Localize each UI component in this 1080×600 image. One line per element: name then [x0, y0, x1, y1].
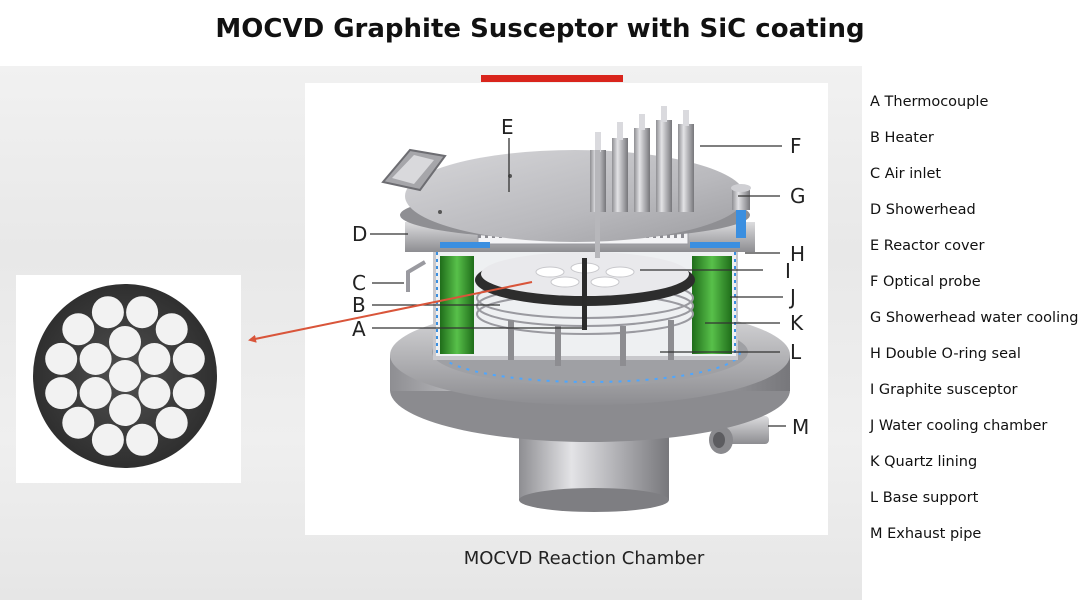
callout-K: K — [790, 311, 804, 335]
legend-item-j: J Water cooling chamber — [870, 418, 1048, 434]
legend-item-b: B Heater — [870, 130, 934, 146]
wafer-pocket-2 — [109, 394, 141, 426]
callout-D: D — [352, 222, 367, 246]
callout-G: G — [790, 184, 806, 208]
wafer-pocket-8 — [91, 423, 124, 456]
legend-item-h: H Double O-ring seal — [870, 346, 1021, 362]
wafer-pocket-7 — [138, 377, 171, 409]
quartz-lining-right — [692, 256, 732, 354]
pointer-arrow — [248, 281, 533, 343]
legend-item-c: C Air inlet — [870, 166, 942, 182]
diagram-caption: MOCVD Reaction Chamber — [463, 548, 705, 569]
wafer-pocket-11 — [45, 342, 78, 375]
wafer-pocket-1 — [109, 360, 141, 392]
callout-H: H — [790, 242, 805, 266]
page-title: MOCVD Graphite Susceptor with SiC coatin… — [215, 14, 865, 44]
legend-item-d: D Showerhead — [870, 202, 976, 218]
legend-item-a: A Thermocouple — [870, 94, 989, 110]
wafer-pocket-17 — [172, 377, 205, 410]
callout-E: E — [501, 115, 514, 139]
optical-probes — [590, 106, 694, 258]
wafer-pocket-16 — [172, 342, 205, 375]
legend-list: A Thermocouple B Heater C Air inlet D Sh… — [870, 90, 1080, 558]
wafer-pocket-5 — [109, 326, 141, 358]
reactor-cover — [400, 150, 750, 242]
legend-item-g: G Showerhead water cooling — [870, 310, 1079, 326]
air-inlet-pipe — [406, 260, 427, 292]
leader-lines — [370, 138, 786, 427]
wafer-pocket-10 — [45, 377, 78, 410]
legend-item-m: M Exhaust pipe — [870, 526, 982, 542]
accent-bar — [481, 75, 623, 82]
legend-item-l: L Base support — [870, 490, 979, 506]
wafer-pocket-18 — [155, 406, 188, 439]
legend-item-i: I Graphite susceptor — [870, 382, 1018, 398]
exhaust-pipe — [519, 430, 669, 512]
callout-F: F — [790, 134, 802, 158]
callout-I: I — [785, 259, 791, 283]
wafer-pocket-6 — [138, 343, 171, 375]
wafer-pocket-19 — [126, 423, 159, 456]
legend-item-f: F Optical probe — [870, 274, 981, 290]
wafer-pocket-14 — [126, 296, 159, 329]
wafer-pocket-15 — [155, 313, 188, 346]
wafer-pocket-4 — [79, 343, 112, 375]
callout-A: A — [352, 317, 366, 341]
callout-labels: E F G D H C I J B K A L M — [352, 115, 809, 439]
callout-J: J — [788, 285, 796, 309]
cover-handle — [381, 148, 447, 192]
legend-item-e: E Reactor cover — [870, 238, 985, 254]
callout-L: L — [790, 340, 802, 364]
wafer-pockets — [45, 296, 205, 456]
wafer-pocket-9 — [62, 406, 95, 439]
base-support-legs — [508, 320, 674, 366]
thermocouple-rod — [582, 258, 587, 330]
wafer-pocket-13 — [91, 296, 124, 329]
susceptor-closeup — [33, 284, 217, 468]
wafer-pocket-12 — [62, 313, 95, 346]
legend-item-k: K Quartz lining — [870, 454, 978, 470]
water-cooling-fitting — [731, 184, 751, 238]
callout-B: B — [352, 293, 366, 317]
wafer-pocket-3 — [79, 377, 112, 409]
callout-M: M — [792, 415, 809, 439]
callout-C: C — [352, 271, 366, 295]
